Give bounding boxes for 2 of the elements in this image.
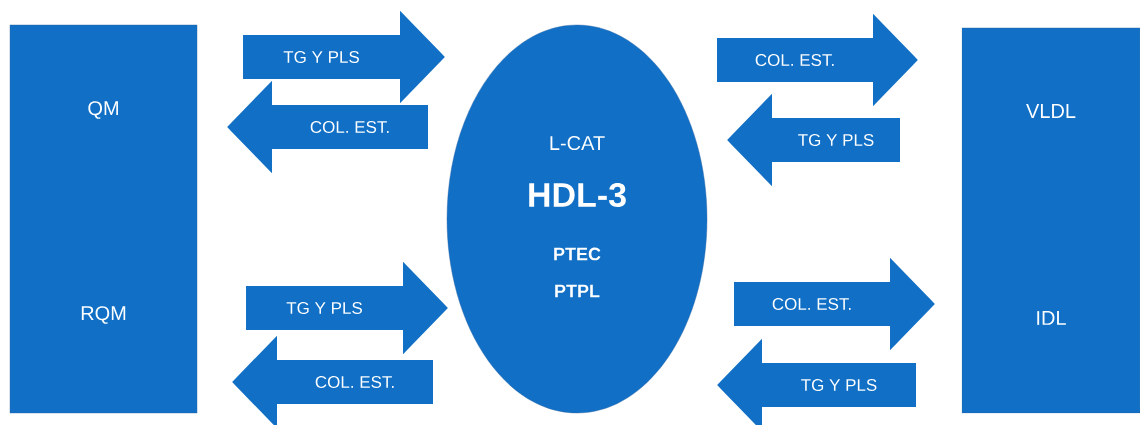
lipoprotein-box: VLDL IDL xyxy=(961,27,1140,414)
lipoprotein-box: QM RQM xyxy=(9,24,198,414)
